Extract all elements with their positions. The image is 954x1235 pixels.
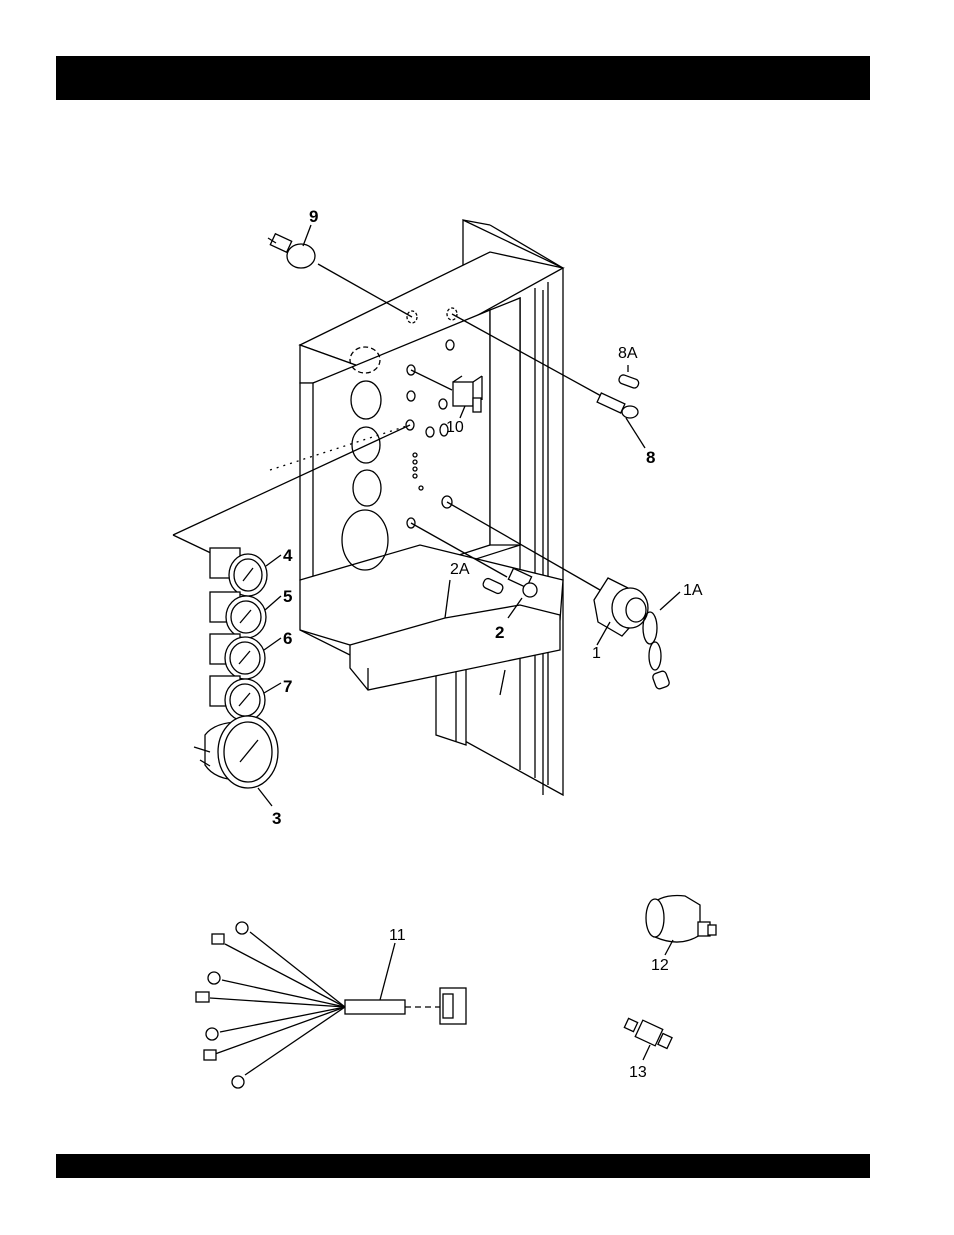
callout-8: 8 xyxy=(646,448,655,467)
key-switch-part-1 xyxy=(594,578,648,645)
callout-2: 2 xyxy=(495,623,504,642)
gauge-part-5 xyxy=(210,592,281,638)
wiring-harness-part-11 xyxy=(196,922,466,1088)
callout-11: 11 xyxy=(389,927,406,944)
callout-7: 7 xyxy=(283,677,292,696)
callout-1: 1 xyxy=(592,645,601,662)
control-panel-box xyxy=(300,220,563,795)
callout-4: 4 xyxy=(283,546,293,565)
gauge-part-4 xyxy=(210,548,281,596)
callout-9: 9 xyxy=(309,207,318,226)
switch-part-13 xyxy=(624,1018,672,1060)
callout-3: 3 xyxy=(272,809,281,828)
gauge-part-7 xyxy=(210,676,281,721)
sender-part-12 xyxy=(646,896,716,956)
lamp-bulb-part-8A xyxy=(618,365,640,389)
callout-10: 10 xyxy=(446,419,464,436)
callout-5: 5 xyxy=(283,587,292,606)
callout-1A: 1A xyxy=(683,582,703,599)
callout-2A: 2A xyxy=(450,561,470,578)
callout-6: 6 xyxy=(283,629,292,648)
indicator-lamp-part-9 xyxy=(268,225,315,268)
callout-12: 12 xyxy=(651,957,669,974)
callout-13: 13 xyxy=(629,1064,647,1081)
gauge-part-6 xyxy=(210,634,281,679)
gauge-part-3 xyxy=(194,716,278,806)
pilot-lamp-part-8 xyxy=(597,393,645,448)
callout-8A: 8A xyxy=(618,345,638,362)
